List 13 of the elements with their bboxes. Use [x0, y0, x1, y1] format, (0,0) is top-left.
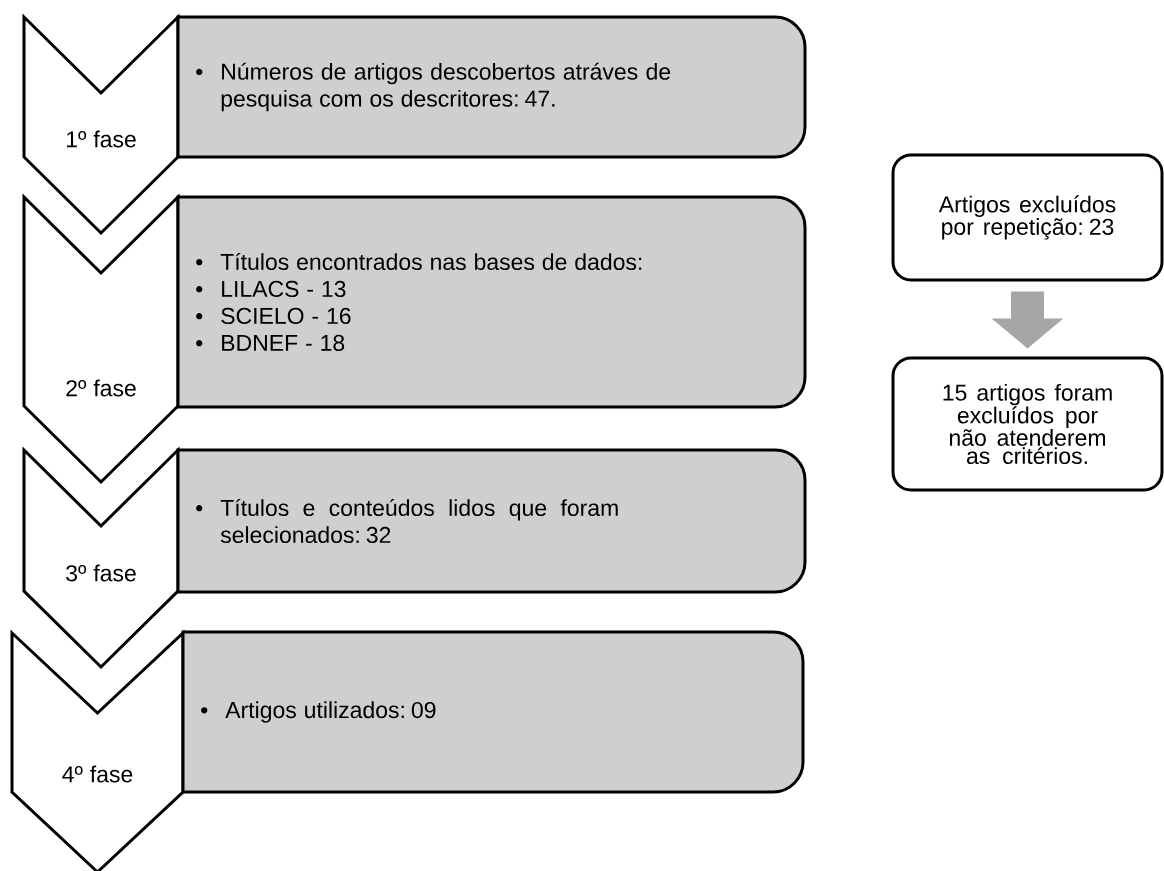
bullet: •	[196, 68, 203, 76]
process-box: • Títulos encontrados nas bases de dados: • LILACS - 13 • SCIELO - 16 • BDNEF - 18	[176, 195, 807, 409]
bullet: •	[196, 505, 203, 512]
bullet: •	[196, 286, 203, 293]
bullet: •	[196, 340, 203, 347]
process-box: • Títulos e conteúdos lidos que foram selecionados: 32	[176, 448, 807, 594]
bullet: •	[196, 259, 203, 266]
note-box: 15 artigos foram excluídos por não atenderem as critérios.	[891, 356, 1164, 492]
process-box: • Números de artigos descobertos atráves de pesquisa com os descritores: 47.	[176, 15, 807, 159]
note-box: Artigos excluídos por repetição: 23	[891, 153, 1164, 282]
bullet: •	[196, 313, 203, 320]
bullet: •	[201, 707, 208, 714]
process-box: • Artigos utilizados: 09	[181, 630, 805, 794]
